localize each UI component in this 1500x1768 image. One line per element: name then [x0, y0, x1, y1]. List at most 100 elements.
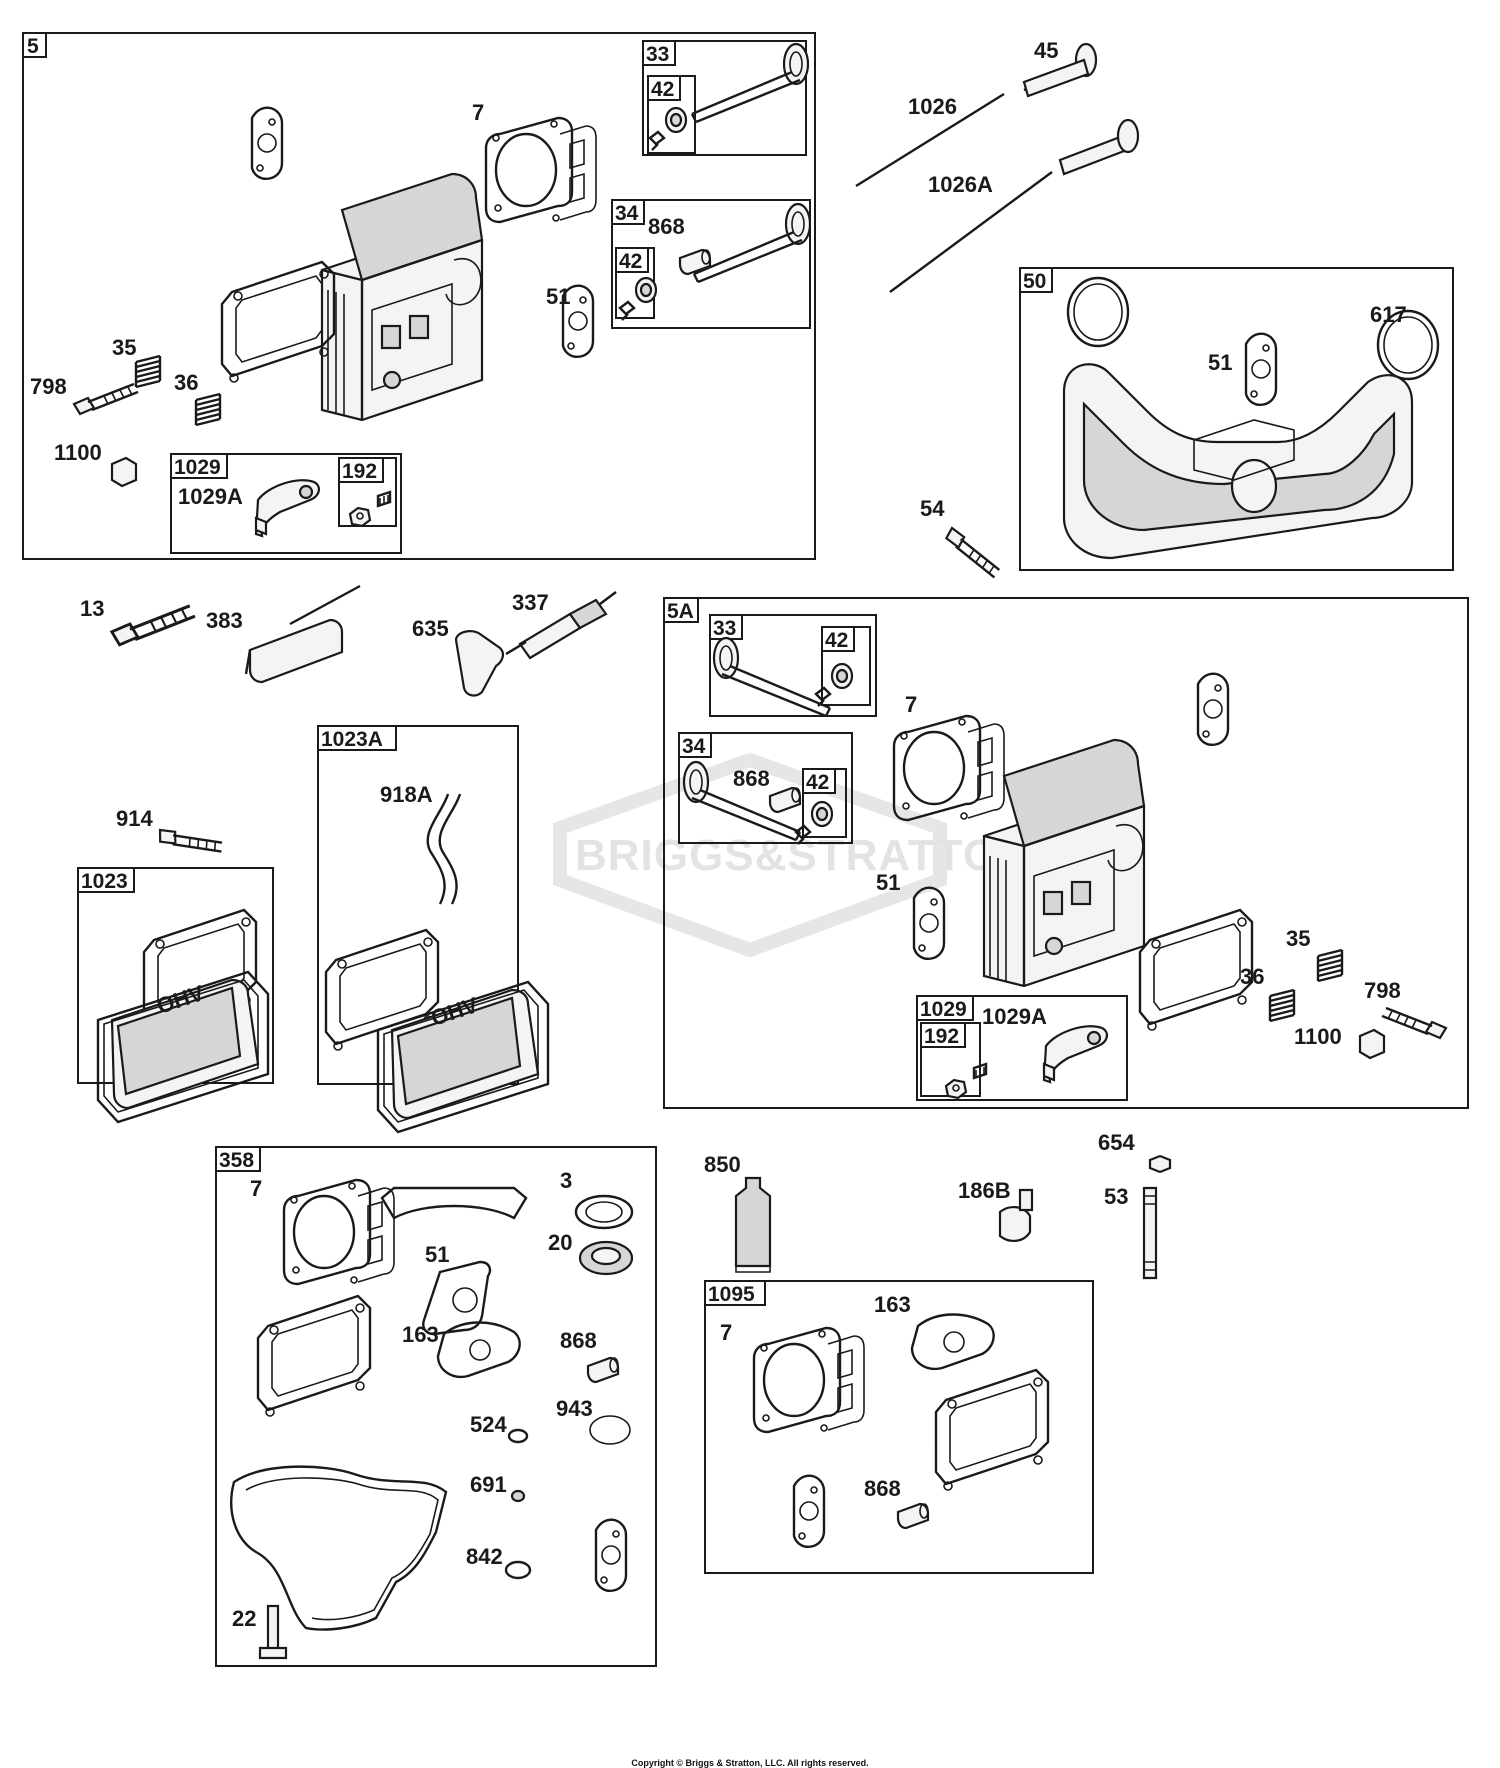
carburetor-gasket-part: [436, 1321, 521, 1379]
valve-spring-part: [1316, 948, 1344, 983]
group-34-tag: 34: [615, 202, 639, 225]
part-label-798: 798: [1364, 978, 1401, 1003]
valve-guide-part: [768, 786, 802, 814]
group-5-frame: [22, 32, 816, 560]
rocker-cover-gasket-part: [934, 1368, 1050, 1492]
part-label-842: 842: [466, 1544, 503, 1569]
intake-gasket-part: [912, 886, 946, 961]
part-label-7: 7: [720, 1320, 732, 1345]
intake-gasket-part: [792, 1474, 826, 1549]
part-label-1029A: 1029A: [178, 484, 243, 509]
group-42-tag-box: [821, 626, 855, 652]
o-ring-part: [510, 1489, 526, 1503]
group-34-frame: [611, 199, 811, 329]
tappet-body: [1022, 58, 1090, 98]
manifold-screw-part: [942, 516, 1003, 590]
part-label-1100: 1100: [1294, 1024, 1342, 1049]
part-label-7: 7: [905, 692, 917, 717]
part-label-337: 337: [512, 590, 549, 615]
part-label-53: 53: [1104, 1184, 1128, 1209]
group-1029-tag-box: [170, 453, 228, 479]
head-bolt-part: [110, 604, 197, 647]
rocker-arm-part: [1042, 1025, 1109, 1084]
group-50-frame: [1019, 267, 1454, 571]
group-1023-tag: 1023: [81, 870, 128, 893]
breather-tube-part: [248, 618, 344, 684]
group-192-tag: 192: [924, 1025, 959, 1048]
muffler-gasket-part: [380, 1186, 528, 1220]
group-358-tag: 358: [219, 1149, 254, 1172]
part-label-186B: 186B: [958, 1178, 1011, 1203]
head-gasket-part: [892, 714, 1006, 822]
group-358-frame: [215, 1146, 657, 1667]
group-42-tag: 42: [825, 629, 848, 652]
head-gasket-part: [484, 116, 598, 224]
retainer-part: [1358, 1028, 1386, 1060]
crankcase-gasket-part: [230, 1465, 448, 1631]
head-gasket-part: [282, 1178, 396, 1286]
stud-bolt-part: [72, 382, 140, 416]
part-label-7: 7: [250, 1176, 262, 1201]
group-33-frame: [709, 614, 877, 717]
retainer-part: [110, 456, 138, 488]
o-ring-part: [507, 1428, 529, 1444]
group-34-frame: [678, 732, 853, 844]
intake-gasket-part: [1196, 672, 1230, 747]
carburetor-gasket-part: [910, 1313, 995, 1371]
exhaust-gasket-part: [1376, 309, 1440, 381]
group-1095-frame: [704, 1280, 1094, 1574]
part-label-868: 868: [864, 1476, 901, 1501]
breather-tube-wire: [244, 584, 361, 675]
part-label-617: 617: [1370, 302, 1407, 327]
group-1029-frame: [170, 453, 402, 554]
seal-ring-part: [574, 1194, 634, 1230]
nut-part: [1148, 1154, 1172, 1174]
part-label-51: 51: [546, 284, 570, 309]
part-label-1026A: 1026A: [928, 172, 993, 197]
group-1095-tag-box: [704, 1280, 766, 1306]
fitting-part: [998, 1206, 1032, 1242]
group-33-tag-box: [709, 614, 743, 640]
cylinder-head-part: [320, 172, 484, 422]
part-label-163: 163: [874, 1292, 911, 1317]
part-label-914: 914: [116, 806, 153, 831]
intake-gasket-part: [594, 1518, 628, 1593]
stud-bolt-part: [1380, 1006, 1448, 1040]
group-1029-frame: [916, 995, 1128, 1101]
part-label-45: 45: [1034, 38, 1058, 63]
part-label-1029A: 1029A: [982, 1004, 1047, 1029]
group-192-tag: 192: [342, 460, 377, 483]
cylinder-head-part: [982, 738, 1146, 988]
group-1023-tag-box: [77, 867, 135, 893]
intake-gasket-part: [1244, 332, 1278, 407]
push-rod-part: [855, 92, 1005, 188]
group-42-tag: 42: [651, 78, 674, 101]
valve-guide-part: [586, 1356, 620, 1384]
part-label-524: 524: [470, 1412, 507, 1437]
group-5-tag-box: [22, 32, 47, 58]
group-42-tag: 42: [806, 771, 829, 794]
part-label-850: 850: [704, 1152, 741, 1177]
group-42-tag-box: [615, 247, 649, 273]
rocker-arm-part: [254, 479, 321, 538]
part-label-635: 635: [412, 616, 449, 641]
o-ring-part: [504, 1560, 532, 1580]
valve-seal-part: [618, 276, 658, 322]
part-label-36: 36: [1240, 964, 1264, 989]
part-label-20: 20: [548, 1230, 572, 1255]
group-34-tag-box: [611, 199, 645, 225]
group-50-tag: 50: [1023, 270, 1046, 293]
group-5A-frame: [663, 597, 1469, 1109]
part-label-943: 943: [556, 1396, 593, 1421]
rocker-cover-gasket-part: [256, 1294, 372, 1418]
group-50-tag-box: [1019, 267, 1053, 293]
part-label-918A: 918A: [380, 782, 433, 807]
adjusting-nut-part: [348, 490, 392, 528]
intake-valve-part: [712, 636, 832, 718]
part-label-798: 798: [30, 374, 67, 399]
part-label-1026: 1026: [908, 94, 957, 119]
rocker-cover-gasket-part: [220, 260, 336, 384]
valve-seal-part: [648, 106, 688, 152]
group-34-tag: 34: [682, 735, 706, 758]
